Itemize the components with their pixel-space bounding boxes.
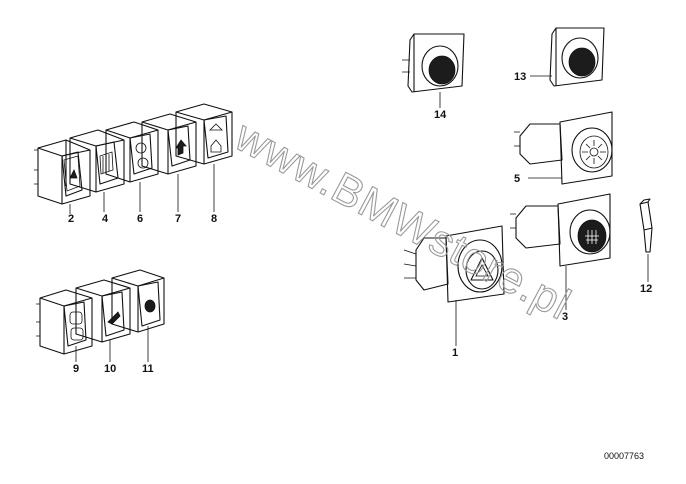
switch-11 bbox=[111, 269, 165, 362]
double-round-icon bbox=[135, 142, 147, 154]
callout-9: 9 bbox=[73, 363, 79, 375]
hazard-triangle-icon bbox=[69, 169, 78, 179]
callout-1: 1 bbox=[452, 347, 458, 359]
push-switch-14 bbox=[402, 33, 465, 108]
callout-7: 7 bbox=[175, 213, 181, 225]
callout-2: 2 bbox=[68, 213, 74, 225]
push-switch-1 bbox=[403, 225, 505, 346]
wiper-icon bbox=[107, 311, 121, 325]
push-switch-3 bbox=[510, 193, 611, 310]
part-number: 00007763 bbox=[604, 451, 644, 461]
callout-11: 11 bbox=[142, 363, 154, 375]
double-arrow-icon bbox=[209, 123, 223, 131]
switch-2 bbox=[34, 139, 91, 214]
callout-12: 12 bbox=[640, 283, 652, 295]
switch-10 bbox=[75, 279, 131, 362]
watermark: www.BMWstore.pl bbox=[226, 111, 578, 329]
round-dot-icon bbox=[144, 299, 156, 313]
callout-5: 5 bbox=[514, 173, 520, 185]
push-switch-5 bbox=[514, 111, 613, 185]
hazard-triangle-icon bbox=[470, 257, 494, 281]
rear-defrost-icon bbox=[585, 230, 599, 244]
callout-4: 4 bbox=[102, 213, 109, 225]
switch-7 bbox=[141, 113, 197, 212]
callout-13: 13 bbox=[514, 71, 526, 83]
bulb-12 bbox=[639, 198, 653, 282]
callout-6: 6 bbox=[137, 213, 143, 225]
switch-8 bbox=[175, 103, 233, 212]
callout-8: 8 bbox=[211, 213, 217, 225]
switch-9 bbox=[36, 289, 93, 362]
fan-icon bbox=[589, 147, 599, 157]
callout-10: 10 bbox=[104, 363, 116, 375]
callout-14: 14 bbox=[434, 109, 447, 121]
switch-4 bbox=[69, 129, 125, 212]
callout-3: 3 bbox=[562, 311, 568, 323]
arrow-up-icon bbox=[175, 139, 187, 156]
switch-6 bbox=[105, 121, 159, 212]
push-switch-13 bbox=[530, 27, 605, 87]
